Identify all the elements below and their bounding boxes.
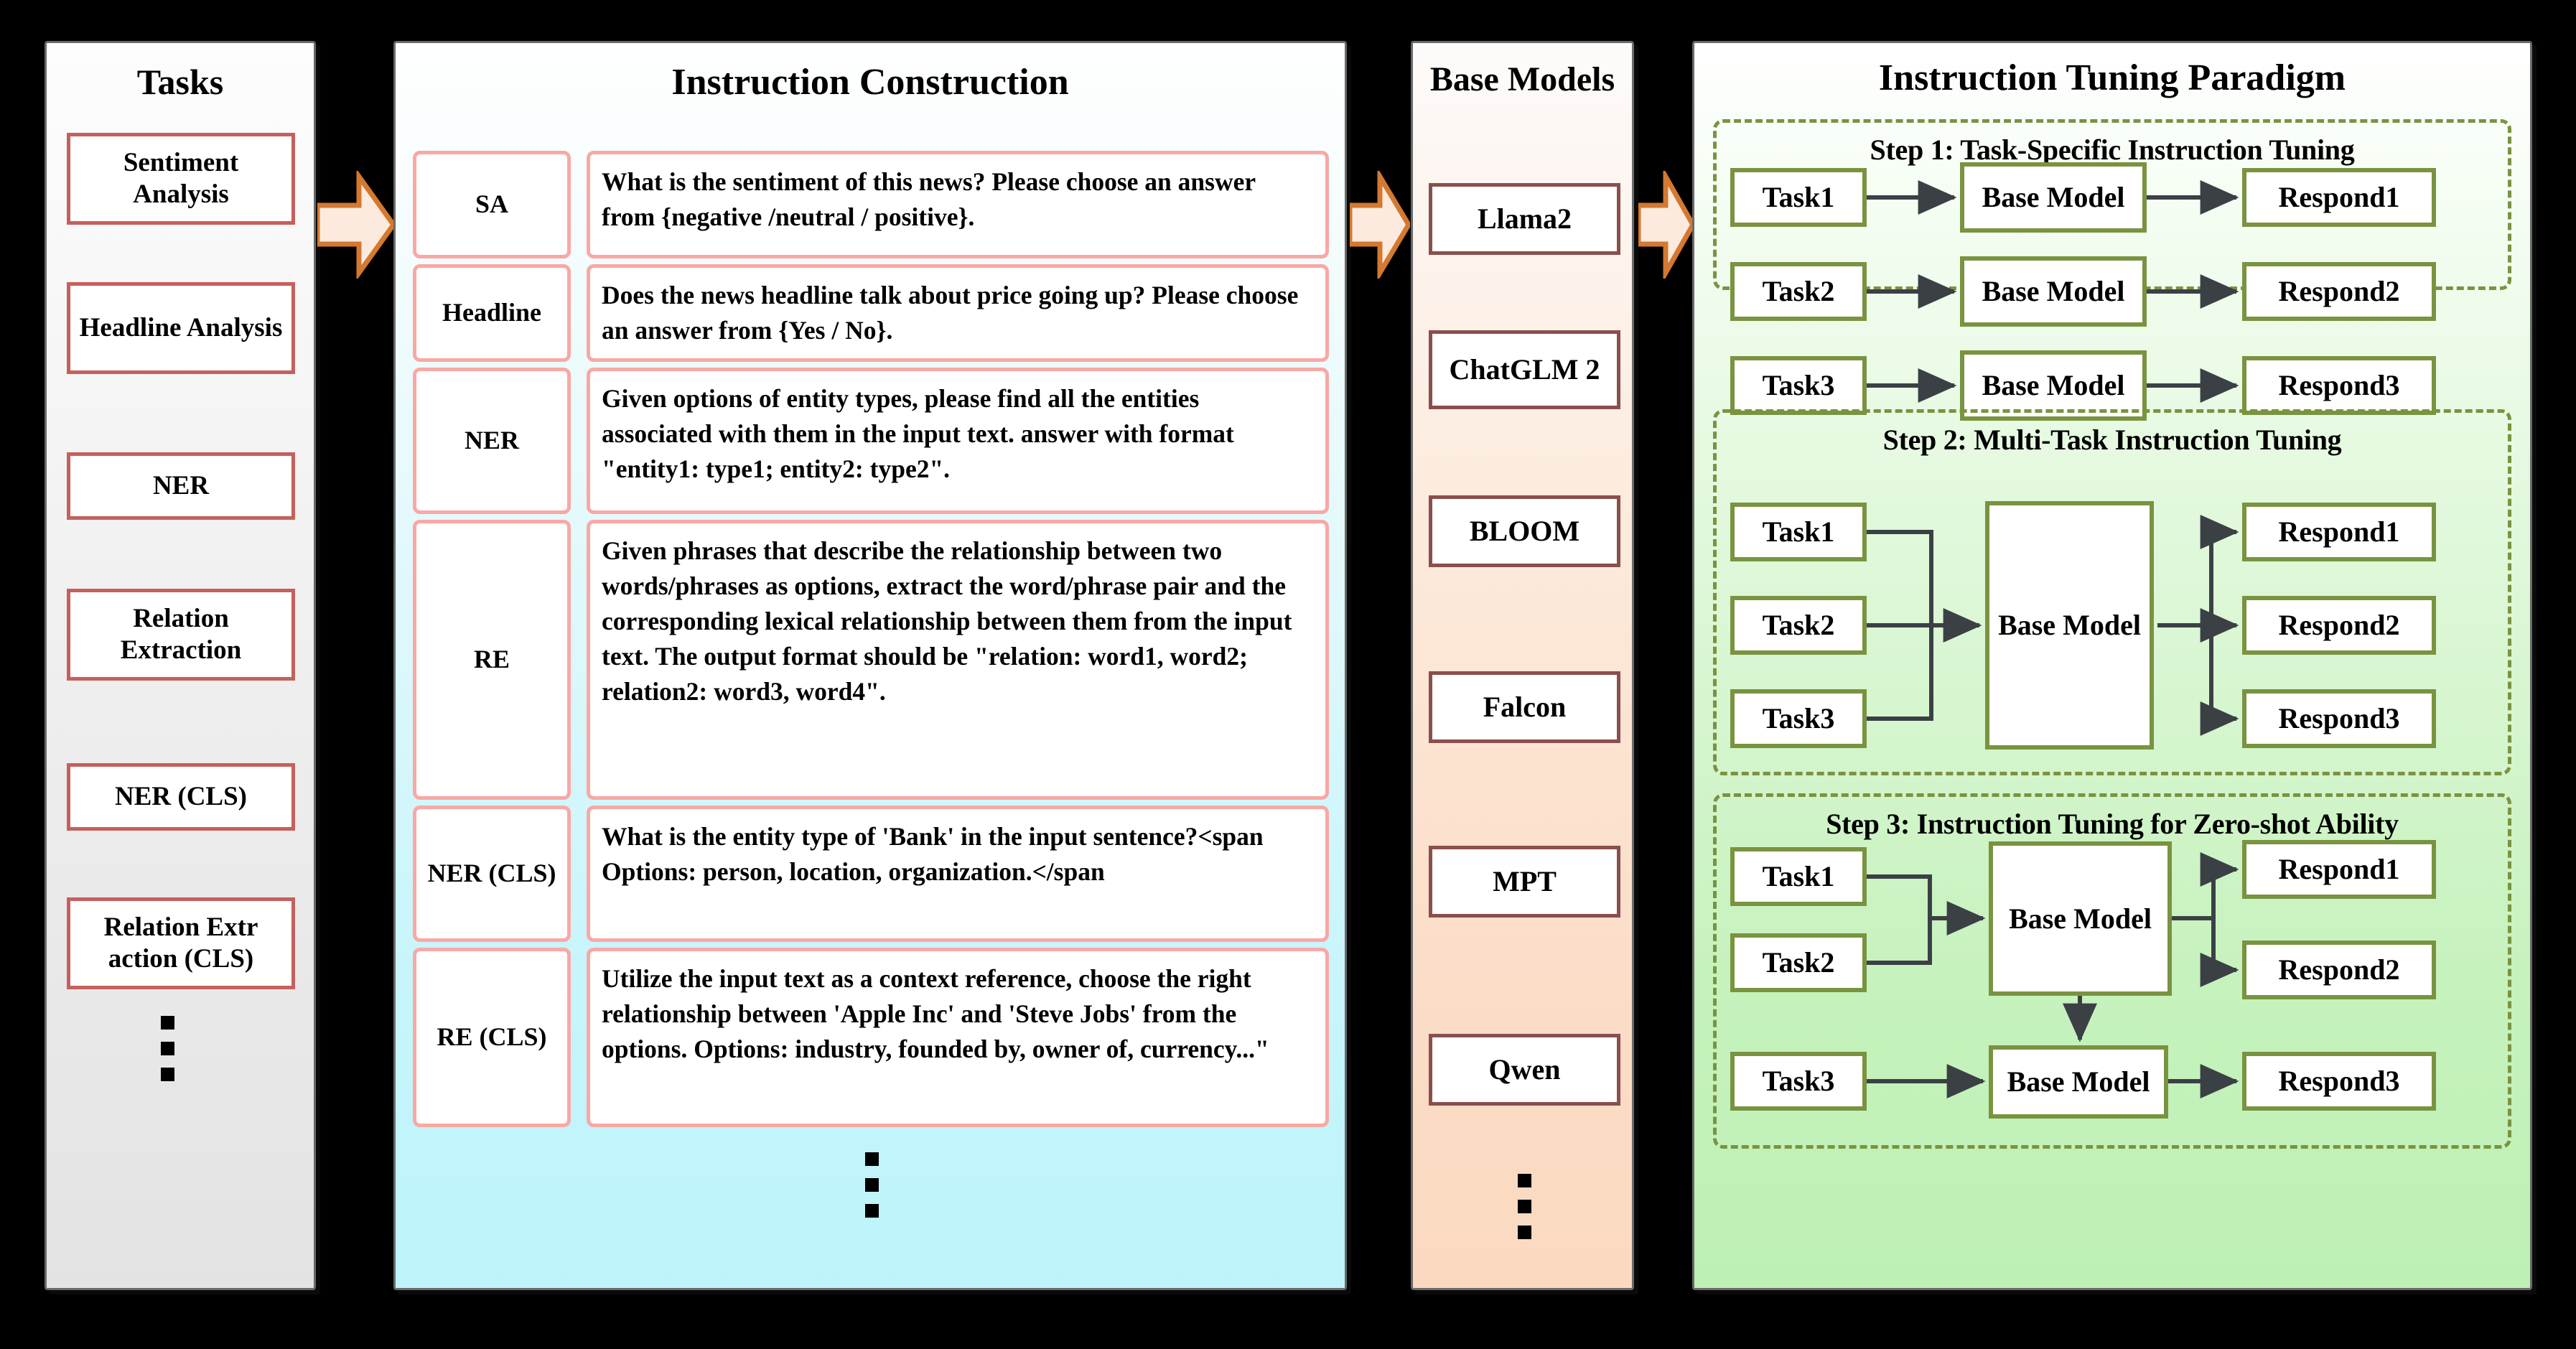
tasks-panel-title: Tasks — [136, 62, 224, 102]
step3-respond2-box[interactable]: Respond2 — [2242, 940, 2436, 999]
arrow-tasks-to-instruction-icon — [314, 169, 397, 282]
task-item-headline-analysis[interactable]: Headline Analysis — [67, 282, 295, 374]
step1-respond2-box[interactable]: Respond2 — [2242, 262, 2436, 321]
instruction-row-ner-cls: NER (CLS) What is the entity type of 'Ba… — [413, 806, 1329, 942]
step1-respond1-box[interactable]: Respond1 — [2242, 168, 2436, 227]
tasks-vertical-ellipsis-icon — [161, 1016, 174, 1081]
step3-respond1-box[interactable]: Respond1 — [2242, 840, 2436, 899]
task-item-relation-extraction-cls[interactable]: Relation Extr action (CLS) — [67, 897, 295, 989]
instruction-vertical-ellipsis-icon — [865, 1152, 879, 1218]
step-2-container: Step 2: Multi-Task Instruction Tuning — [1713, 409, 2511, 775]
step3-model2-box[interactable]: Base Model — [1989, 1045, 2168, 1119]
task-item-ner-cls[interactable]: NER (CLS) — [67, 763, 295, 831]
step2-respond3-box[interactable]: Respond3 — [2242, 689, 2436, 748]
base-model-bloom[interactable]: BLOOM — [1429, 495, 1620, 567]
instruction-tag-ner[interactable]: NER — [413, 368, 571, 514]
step1-task1-box[interactable]: Task1 — [1730, 168, 1867, 227]
step-2-title: Step 2: Multi-Task Instruction Tuning — [1882, 424, 2342, 456]
step1-task3-box[interactable]: Task3 — [1730, 356, 1867, 415]
step1-model2-box[interactable]: Base Model — [1960, 256, 2147, 327]
instruction-text-ner-cls[interactable]: What is the entity type of 'Bank' in the… — [587, 806, 1329, 942]
step3-respond3-box[interactable]: Respond3 — [2242, 1052, 2436, 1111]
instruction-row-sa: SA What is the sentiment of this news? P… — [413, 151, 1329, 258]
step2-respond2-box[interactable]: Respond2 — [2242, 596, 2436, 655]
instruction-row-ner: NER Given options of entity types, pleas… — [413, 368, 1329, 514]
tasks-panel: Tasks Sentiment Analysis Headline Analys… — [45, 41, 316, 1290]
instruction-text-headline[interactable]: Does the news headline talk about price … — [587, 264, 1329, 362]
instruction-tag-re[interactable]: RE — [413, 520, 571, 800]
arrow-base-models-to-tuning-icon — [1635, 167, 1697, 283]
step-3-container: Step 3: Instruction Tuning for Zero-shot… — [1713, 793, 2511, 1149]
arrow-instruction-to-base-models-icon — [1347, 167, 1412, 282]
task-item-relation-extraction[interactable]: Relation Extraction — [67, 589, 295, 681]
instruction-row-re: RE Given phrases that describe the relat… — [413, 520, 1329, 800]
step2-task1-box[interactable]: Task1 — [1730, 503, 1867, 561]
step1-model3-box[interactable]: Base Model — [1960, 350, 2147, 421]
instruction-text-re[interactable]: Given phrases that describe the relation… — [587, 520, 1329, 800]
instruction-tag-sa[interactable]: SA — [413, 151, 571, 258]
step3-model1-box[interactable]: Base Model — [1989, 841, 2172, 996]
step2-task2-box[interactable]: Task2 — [1730, 596, 1867, 655]
base-model-qwen[interactable]: Qwen — [1429, 1034, 1620, 1106]
instruction-text-re-cls[interactable]: Utilize the input text as a context refe… — [587, 948, 1329, 1127]
instruction-construction-panel: Instruction Construction SA What is the … — [393, 41, 1347, 1290]
instruction-tag-ner-cls[interactable]: NER (CLS) — [413, 806, 571, 942]
base-model-falcon[interactable]: Falcon — [1429, 671, 1620, 743]
instruction-row-re-cls: RE (CLS) Utilize the input text as a con… — [413, 948, 1329, 1127]
instruction-construction-title: Instruction Construction — [671, 62, 1069, 103]
step2-model-box[interactable]: Base Model — [1985, 501, 2154, 750]
step3-task1-box[interactable]: Task1 — [1730, 847, 1867, 906]
instruction-tag-re-cls[interactable]: RE (CLS) — [413, 948, 571, 1127]
step3-task2-box[interactable]: Task2 — [1730, 933, 1867, 992]
task-item-ner[interactable]: NER — [67, 452, 295, 520]
instruction-tuning-paradigm-title: Instruction Tuning Paradigm — [1878, 57, 2346, 98]
step2-respond1-box[interactable]: Respond1 — [2242, 503, 2436, 561]
base-model-chatglm2[interactable]: ChatGLM 2 — [1429, 330, 1620, 409]
instruction-row-headline: Headline Does the news headline talk abo… — [413, 264, 1329, 362]
step3-task3-box[interactable]: Task3 — [1730, 1052, 1867, 1111]
instruction-text-ner[interactable]: Given options of entity types, please fi… — [587, 368, 1329, 514]
instruction-text-sa[interactable]: What is the sentiment of this news? Plea… — [587, 151, 1329, 258]
step-1-title: Step 1: Task-Specific Instruction Tuning — [1870, 134, 2355, 166]
step1-respond3-box[interactable]: Respond3 — [2242, 356, 2436, 415]
task-item-sentiment-analysis[interactable]: Sentiment Analysis — [67, 133, 295, 225]
step1-task2-box[interactable]: Task2 — [1730, 262, 1867, 321]
base-models-title: Base Models — [1429, 60, 1615, 98]
step-3-title: Step 3: Instruction Tuning for Zero-shot… — [1826, 808, 2399, 840]
base-models-vertical-ellipsis-icon — [1518, 1174, 1531, 1239]
instruction-tag-headline[interactable]: Headline — [413, 264, 571, 362]
base-model-mpt[interactable]: MPT — [1429, 846, 1620, 918]
step2-task3-box[interactable]: Task3 — [1730, 689, 1867, 748]
base-model-llama2[interactable]: Llama2 — [1429, 183, 1620, 255]
instruction-tuning-paradigm-panel: Instruction Tuning Paradigm Step 1: Task… — [1692, 41, 2532, 1290]
step1-model1-box[interactable]: Base Model — [1960, 162, 2147, 233]
base-models-panel: Base Models Llama2 ChatGLM 2 BLOOM Falco… — [1411, 41, 1634, 1290]
